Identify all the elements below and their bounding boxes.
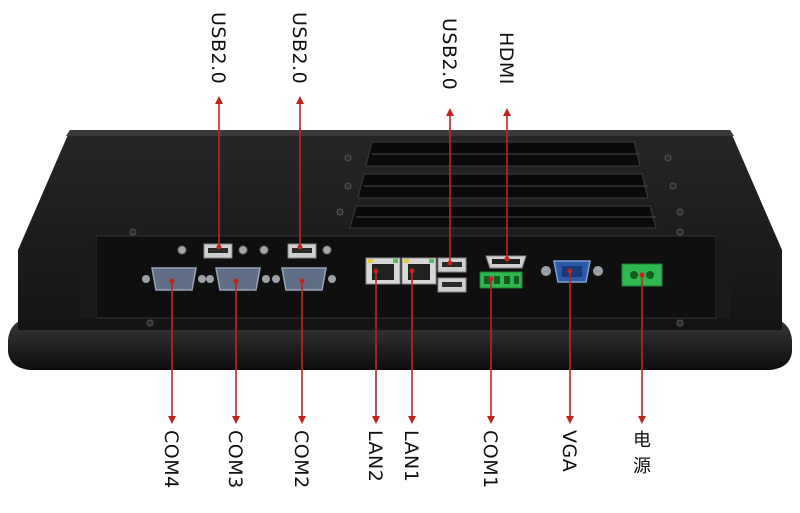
label-com2: COM2 <box>290 430 312 489</box>
label-com3: COM3 <box>224 430 246 489</box>
callout-arrows-top <box>215 96 511 262</box>
com4-port <box>142 267 206 291</box>
label-lan2: LAN2 <box>364 430 386 483</box>
label-vga: VGA <box>558 430 580 473</box>
lan2-port <box>365 257 401 285</box>
label-power-char-2: 源 <box>633 456 651 477</box>
usb-port-middle <box>287 243 317 259</box>
vent-slats <box>356 153 656 218</box>
front-bezel <box>8 318 792 370</box>
panel-screws-row <box>177 245 332 255</box>
housing-screws <box>129 154 684 327</box>
com3-port <box>206 267 270 291</box>
vent-grille <box>349 141 657 229</box>
callout-dots-top <box>216 244 510 266</box>
usb-port-left <box>203 243 233 259</box>
label-com4: COM4 <box>160 430 182 489</box>
label-power-char-1: 电 <box>633 430 651 451</box>
io-recess-wall-right <box>716 236 730 318</box>
lan1-port <box>401 257 437 285</box>
label-lan1: LAN1 <box>400 430 422 483</box>
label-com1: COM1 <box>479 430 501 489</box>
com2-port <box>272 267 336 291</box>
callout-dots-bottom <box>169 268 645 284</box>
callout-arrows-bottom <box>168 272 646 424</box>
label-usb-left: USB2.0 <box>207 12 229 85</box>
io-recess-wall-left <box>80 236 96 318</box>
hdmi-port <box>485 255 527 269</box>
housing-edge <box>66 130 734 136</box>
com1-terminal-block <box>479 271 523 289</box>
label-usb-right: USB2.0 <box>438 18 460 91</box>
label-usb-middle: USB2.0 <box>288 12 310 85</box>
label-hdmi: HDMI <box>495 32 517 85</box>
